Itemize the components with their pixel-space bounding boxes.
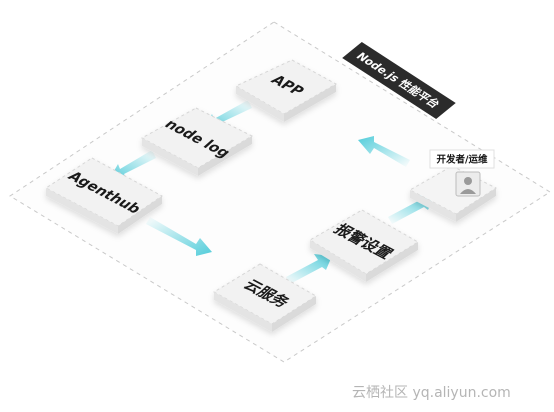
node-agenthub: [45, 157, 163, 234]
node-cloud-service: [213, 263, 317, 332]
arrow-agenthub-to-cloud: [146, 217, 212, 256]
arrow-cloud-to-alert: [286, 254, 332, 284]
arrow-nodelog-to-agenthub: [110, 150, 156, 181]
watermark: 云栖社区 yq.aliyun.com: [352, 385, 511, 401]
user-role-label-box: 开发者/运维: [429, 149, 495, 169]
user-icon: [455, 171, 481, 197]
platform-boundary: [9, 21, 551, 363]
node-nodelog: [140, 107, 254, 176]
node-app: [234, 59, 338, 122]
arrow-user-to-app: [358, 136, 410, 167]
node-alert-settings: [309, 209, 419, 282]
user-role-label: 开发者/运维: [437, 154, 488, 166]
